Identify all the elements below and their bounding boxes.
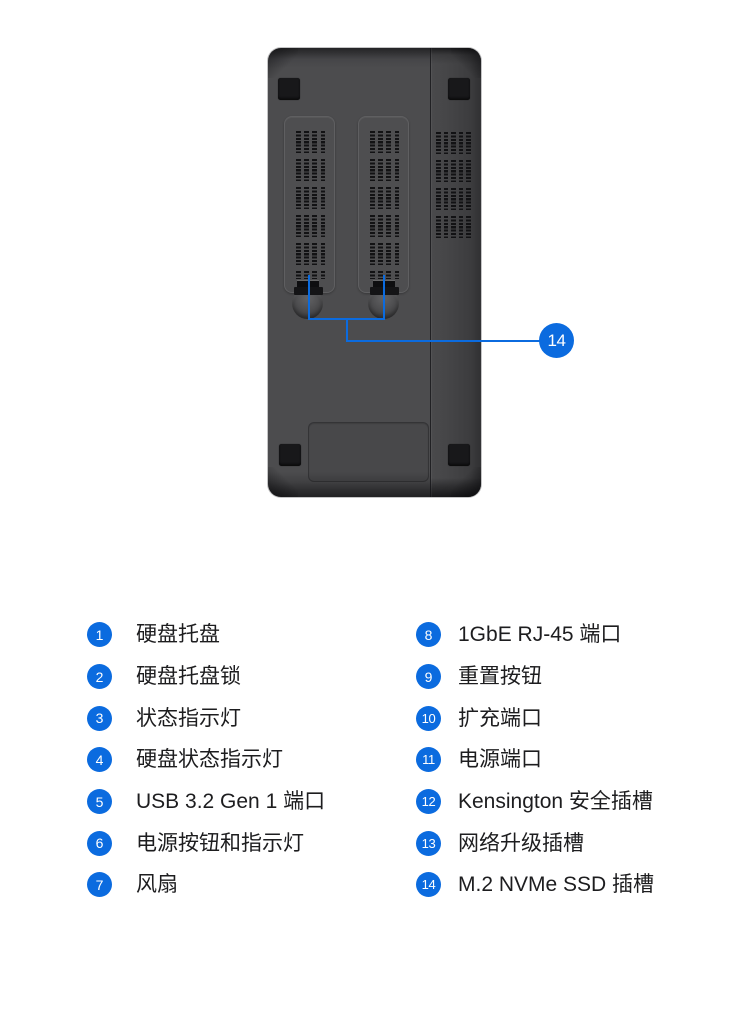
- legend-right-column: 8 1GbE RJ-45 端口 9 重置按钮 10 扩充端口 11 电源端口 1…: [416, 614, 654, 906]
- legend-number-badge: 3: [87, 705, 112, 731]
- legend-item-label: 网络升级插槽: [458, 831, 584, 855]
- vent-grid-1: [285, 117, 334, 292]
- legend-item-label: 风扇: [136, 873, 178, 897]
- legend-number-badge: 8: [416, 622, 441, 648]
- legend-number-badge: 7: [87, 872, 112, 898]
- legend-item: 7 风扇: [87, 864, 325, 906]
- legend-number-badge: 14: [416, 872, 441, 898]
- rubber-foot-bottom-right: [448, 444, 470, 466]
- callout-line-lead: [346, 340, 540, 342]
- legend-number-badge: 5: [87, 789, 112, 815]
- callout-line-drop: [346, 318, 348, 342]
- legend-number-badge: 9: [416, 664, 441, 690]
- vent-grid-2: [359, 117, 408, 292]
- legend-item: 13 网络升级插槽: [416, 822, 654, 864]
- legend-item: 11 电源端口: [416, 739, 654, 781]
- legend-item-label: 1GbE RJ-45 端口: [458, 623, 622, 647]
- legend-item-label: 硬盘托盘: [136, 623, 220, 647]
- legend-item-label: 硬盘托盘锁: [136, 665, 241, 689]
- legend-item-label: 硬盘状态指示灯: [136, 748, 283, 772]
- callout-line-left: [308, 275, 310, 320]
- legend-item: 2 硬盘托盘锁: [87, 656, 325, 698]
- rubber-foot-top-left: [278, 78, 300, 100]
- legend-number-badge: 1: [87, 622, 112, 648]
- legend-item: 9 重置按钮: [416, 656, 654, 698]
- callout-badge-14: 14: [539, 323, 574, 358]
- m2-slot-cover-1: [284, 116, 335, 293]
- legend-item: 6 电源按钮和指示灯: [87, 822, 325, 864]
- corner-shading-bl: [268, 467, 298, 497]
- legend-item: 10 扩充端口: [416, 697, 654, 739]
- legend-left-column: 1 硬盘托盘 2 硬盘托盘锁 3 状态指示灯 4 硬盘状态指示灯 5 USB 3…: [87, 614, 325, 906]
- legend-item-label: M.2 NVMe SSD 插槽: [458, 873, 655, 897]
- legend-item: 4 硬盘状态指示灯: [87, 739, 325, 781]
- corner-shading-tl: [268, 48, 298, 78]
- label-recess: [308, 422, 429, 482]
- rubber-foot-bottom-left: [279, 444, 301, 466]
- legend-item: 5 USB 3.2 Gen 1 端口: [87, 781, 325, 823]
- legend-item-label: 状态指示灯: [136, 706, 241, 730]
- legend-item-label: 电源端口: [458, 748, 542, 772]
- callout-line-right: [383, 275, 385, 320]
- legend-number-badge: 12: [416, 789, 441, 815]
- legend-item-label: Kensington 安全插槽: [458, 790, 653, 814]
- side-vent-grid: [431, 48, 481, 497]
- legend-number-badge: 6: [87, 830, 112, 856]
- legend-item-label: 重置按钮: [458, 665, 542, 689]
- legend-item-label: USB 3.2 Gen 1 端口: [136, 790, 326, 814]
- legend-number-badge: 13: [416, 830, 441, 856]
- legend-number-badge: 2: [87, 664, 112, 690]
- legend-number-badge: 10: [416, 705, 441, 731]
- legend-item-label: 扩充端口: [458, 706, 542, 730]
- m2-slot-cover-2: [358, 116, 409, 293]
- nas-device-bottom-view: [268, 48, 481, 497]
- legend-item: 1 硬盘托盘: [87, 614, 325, 656]
- legend-item: 12 Kensington 安全插槽: [416, 781, 654, 823]
- legend-item: 8 1GbE RJ-45 端口: [416, 614, 654, 656]
- legend-number-badge: 11: [416, 747, 441, 773]
- legend-item: 14 M.2 NVMe SSD 插槽: [416, 864, 654, 906]
- legend-number-badge: 4: [87, 747, 112, 773]
- rubber-foot-top-right: [448, 78, 470, 100]
- device-side-panel: [430, 48, 481, 497]
- legend-item: 3 状态指示灯: [87, 697, 325, 739]
- legend-item-label: 电源按钮和指示灯: [136, 831, 304, 855]
